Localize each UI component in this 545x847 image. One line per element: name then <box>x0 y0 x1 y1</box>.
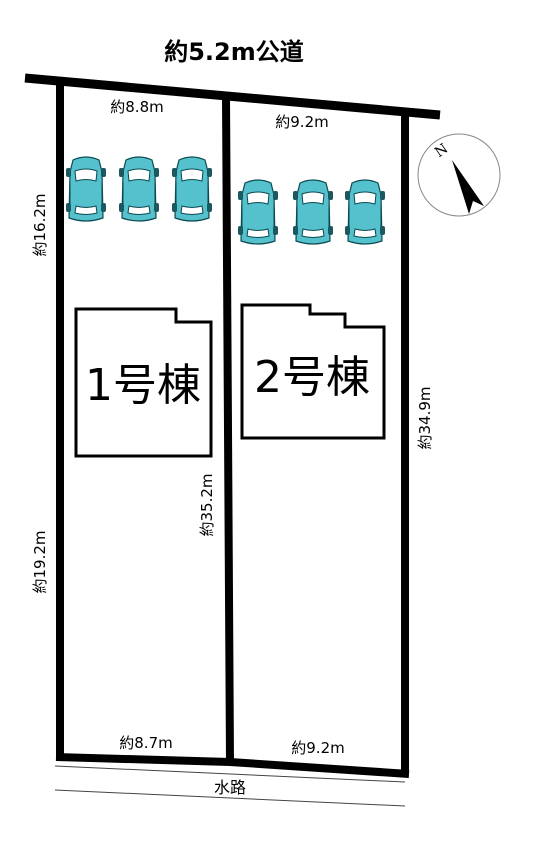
building-2-label: 2号棟 <box>254 352 370 403</box>
lot2-right-depth: 約34.9m <box>416 386 434 449</box>
lot1-rear-width: 約8.7m <box>119 734 172 752</box>
car-icon <box>237 179 279 245</box>
rear-boundary <box>55 753 410 778</box>
lot2-front-width: 約9.2m <box>275 113 328 131</box>
lot-divider <box>222 96 234 763</box>
car-icon <box>171 156 213 222</box>
car-icon <box>292 179 334 245</box>
building-1-footprint <box>74 307 213 458</box>
parking-lot1 <box>65 156 213 222</box>
car-icon <box>65 156 107 222</box>
lot1-right-depth: 約35.2m <box>198 473 216 536</box>
north-arrow-icon <box>452 160 484 214</box>
road-label: 約5.2m公道 <box>164 38 304 66</box>
waterway-line-top <box>54 765 406 783</box>
road-frontage-line <box>24 73 441 120</box>
car-icon <box>344 179 386 245</box>
lot1-left-depth-front: 約16.2m <box>31 193 49 256</box>
lot2-rear-width: 約9.2m <box>291 739 344 757</box>
building-2-footprint <box>240 303 386 440</box>
car-icon <box>118 156 160 222</box>
lot1-left-depth-rear: 約19.2m <box>31 530 49 593</box>
waterway-line-bottom <box>54 789 406 807</box>
north-compass: N <box>417 133 501 217</box>
lot1-front-width: 約8.8m <box>110 98 163 116</box>
building-1-label: 1号棟 <box>85 360 201 411</box>
parking-lot2 <box>237 179 386 245</box>
waterway-label: 水路 <box>214 778 246 797</box>
